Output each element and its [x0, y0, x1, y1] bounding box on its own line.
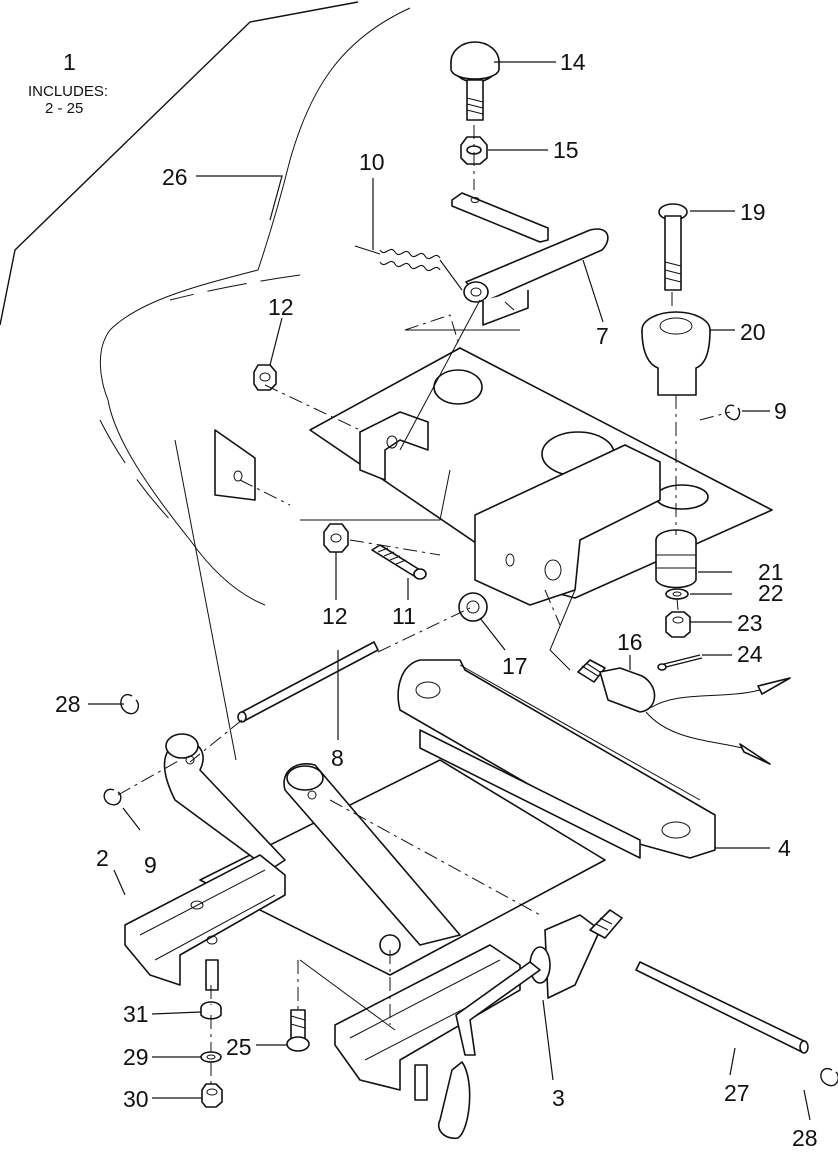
callout-28-lower: 28 — [792, 1125, 818, 1151]
rod-part-8 — [237, 641, 379, 723]
callout-17: 17 — [502, 653, 528, 679]
base-plate — [163, 733, 606, 976]
callout-3: 3 — [552, 1085, 565, 1111]
spring-part-10 — [354, 245, 463, 291]
callout-9-lower: 9 — [144, 852, 157, 878]
clip-part-9-upper — [724, 404, 741, 421]
callout-15: 15 — [553, 137, 579, 163]
callout-4: 4 — [778, 835, 791, 861]
callout-31: 31 — [123, 1001, 149, 1027]
callout-29: 29 — [123, 1044, 149, 1070]
knob-part-14 — [450, 41, 500, 121]
callout-10: 10 — [359, 149, 385, 175]
switch-part-16 — [577, 659, 791, 765]
cotter-pin-part-24 — [657, 654, 703, 671]
isolator-part-21 — [655, 529, 697, 589]
callout-1: 1 — [63, 49, 76, 75]
includes-range: 2 - 25 — [45, 100, 83, 117]
callout-11: 11 — [392, 603, 416, 629]
stud-part-11 — [371, 544, 427, 580]
callout-16: 16 — [617, 629, 643, 655]
callout-25: 25 — [226, 1034, 252, 1060]
callout-9-upper: 9 — [774, 398, 787, 424]
includes-label: INCLUDES: — [28, 83, 108, 100]
callout-26: 26 — [162, 164, 188, 190]
washer-part-22 — [665, 588, 689, 600]
bolt-part-19 — [658, 203, 688, 291]
bushing-part-17 — [458, 592, 488, 622]
callout-28-upper: 28 — [55, 691, 81, 717]
alignment-lines — [117, 125, 731, 1085]
rod-part-27 — [635, 961, 809, 1054]
rail-part-2 — [124, 854, 286, 991]
nut-part-30 — [201, 1083, 223, 1108]
callout-12-lower: 12 — [322, 603, 348, 629]
nut-part-23 — [665, 611, 691, 638]
clip-part-28-lower — [820, 1067, 838, 1087]
lever-part-7 — [451, 192, 609, 326]
callout-24: 24 — [737, 641, 763, 667]
bolt-part-25 — [286, 1009, 310, 1052]
callout-23: 23 — [737, 610, 763, 636]
callout-8: 8 — [331, 745, 344, 771]
callout-14: 14 — [560, 49, 586, 75]
spacer-part-31 — [200, 1001, 222, 1020]
nut-part-12-upper — [253, 364, 277, 391]
callout-27: 27 — [724, 1080, 750, 1106]
callout-19: 19 — [740, 199, 766, 225]
clip-part-9-lower — [103, 788, 122, 806]
callout-7: 7 — [596, 323, 609, 349]
callout-21: 21 — [758, 559, 784, 585]
rail-and-handle-part-3 — [334, 909, 623, 1140]
clip-part-28-upper — [120, 693, 140, 715]
seat-outline — [0, 1, 411, 606]
callout-30: 30 — [123, 1086, 149, 1112]
callout-2: 2 — [96, 845, 109, 871]
callout-labels: 1 INCLUDES: 2 - 25 26 14 15 10 19 7 20 1… — [28, 49, 818, 1151]
washer-part-29 — [200, 1051, 222, 1063]
callout-20: 20 — [740, 319, 766, 345]
nut-part-12-lower — [323, 523, 349, 553]
callout-12-upper: 12 — [268, 294, 294, 320]
callout-22: 22 — [758, 580, 784, 606]
leader-lines — [88, 61, 811, 1121]
isolator-part-20 — [641, 311, 711, 396]
slide-plate-part-4 — [397, 659, 716, 859]
